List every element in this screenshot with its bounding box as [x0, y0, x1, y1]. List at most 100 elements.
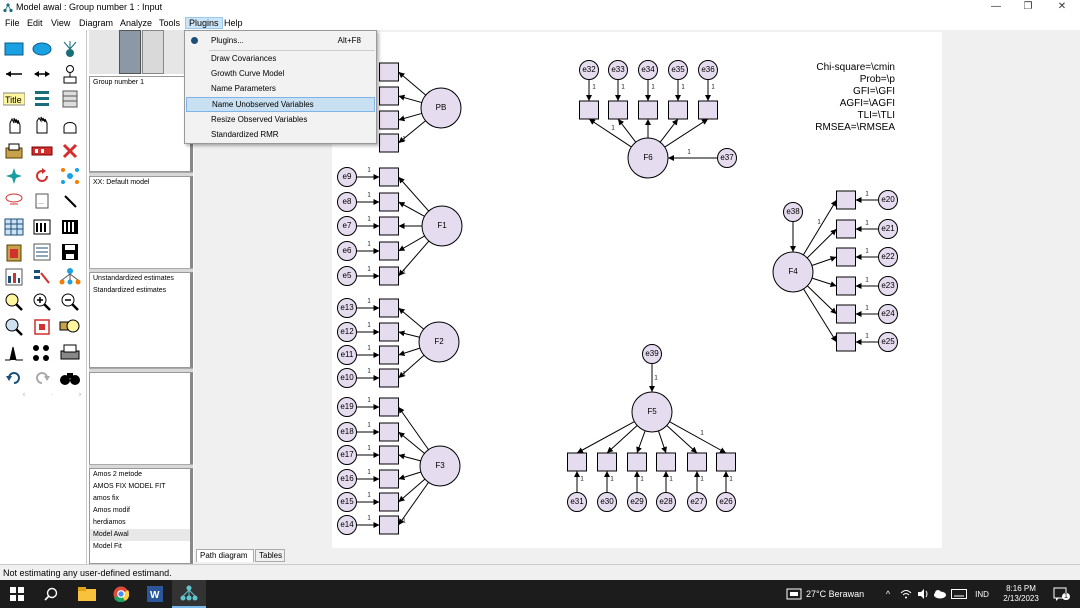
group-item[interactable]: Group number 1 [93, 79, 144, 86]
text-output-icon[interactable] [30, 241, 54, 263]
chevron-up-icon[interactable]: ^ [885, 589, 891, 599]
file-item[interactable]: AMOS FIX MODEL FIT [93, 483, 166, 490]
splitter[interactable] [89, 368, 193, 372]
clipboard-icon[interactable] [2, 241, 26, 263]
word-icon[interactable]: W [138, 580, 172, 608]
file-item[interactable]: amos fix [93, 495, 120, 502]
scroll-mid-icon[interactable]: · [51, 392, 53, 398]
single-arrow-icon[interactable] [2, 63, 26, 85]
scroll-icon[interactable]: ... [30, 190, 54, 212]
view-input-thumbnail[interactable] [119, 30, 141, 74]
plugin-draw-covariances[interactable]: Draw Covariances [211, 54, 277, 63]
scroll-left-icon[interactable]: ‹ [23, 392, 25, 398]
copy-icon[interactable] [2, 140, 26, 162]
select-all-icon[interactable] [30, 114, 54, 136]
amos-taskbar-icon[interactable] [172, 580, 206, 608]
title-icon[interactable]: Title [2, 88, 26, 110]
tab-tables[interactable]: Tables [255, 549, 285, 562]
file-item-selected[interactable]: Model Awal [90, 529, 190, 541]
menu-file[interactable]: File [5, 18, 20, 28]
calculate-estimates-icon[interactable] [58, 216, 82, 238]
object-properties-icon[interactable] [2, 266, 26, 288]
save-icon[interactable] [58, 241, 82, 263]
draw-observed-icon[interactable] [2, 38, 26, 60]
menu-plugins[interactable]: Plugins [185, 17, 223, 29]
weight-label: 1 [700, 431, 704, 437]
reflect-icon[interactable] [58, 165, 82, 187]
plugin-standardized-rmr[interactable]: Standardized RMR [211, 130, 279, 139]
change-shape-icon[interactable] [2, 165, 26, 187]
zoom-out-icon[interactable] [58, 291, 82, 313]
plugin-name-parameters[interactable]: Name Parameters [211, 84, 276, 93]
keyboard-icon[interactable] [948, 580, 970, 608]
specification-search-icon[interactable] [58, 367, 82, 389]
zoom-select-icon[interactable] [2, 291, 26, 313]
plugin-resize-observed-variables[interactable]: Resize Observed Variables [211, 115, 308, 124]
double-arrow-icon[interactable] [30, 63, 54, 85]
menu-tools[interactable]: Tools [159, 18, 181, 28]
windows-start-icon[interactable] [0, 580, 34, 608]
file-explorer-icon[interactable] [70, 580, 104, 608]
bayesian-icon[interactable] [2, 342, 26, 364]
plugins-dialog-item[interactable]: Plugins... Alt+F8 [186, 33, 375, 48]
view-output-thumbnail[interactable] [142, 30, 164, 74]
tab-path-diagram[interactable]: Path diagram [196, 549, 254, 562]
print-icon[interactable] [58, 342, 82, 364]
file-item[interactable]: Amos 2 metode [93, 471, 143, 478]
plugin-name-unobserved-variables[interactable]: Name Unobserved Variables [186, 97, 375, 112]
splitter[interactable] [89, 172, 193, 176]
close-button[interactable]: ✕ [1057, 1, 1067, 12]
deselect-all-icon[interactable] [58, 114, 82, 136]
select-one-icon[interactable] [2, 114, 26, 136]
loupe-icon[interactable] [58, 316, 82, 338]
file-item[interactable]: Model Fit [93, 543, 122, 550]
cloud-icon[interactable] [931, 580, 949, 608]
menu-edit[interactable]: Edit [27, 18, 43, 28]
draw-indicator-icon[interactable] [58, 38, 82, 60]
multiple-group-icon[interactable] [30, 342, 54, 364]
list-variables-data-icon[interactable] [58, 88, 82, 110]
language-indicator[interactable]: IND [975, 589, 989, 599]
undo-icon[interactable] [2, 367, 26, 389]
restore-button[interactable]: ❐ [1023, 1, 1033, 12]
file-item[interactable]: herdiamos [93, 519, 126, 526]
search-icon[interactable] [34, 580, 68, 608]
menu-help[interactable]: Help [224, 18, 243, 28]
minimize-button[interactable]: — [991, 1, 1001, 12]
estimate-item-standardized[interactable]: Standardized estimates [93, 287, 167, 294]
menu-analyze[interactable]: Analyze [120, 18, 153, 28]
drag-properties-icon[interactable] [30, 266, 54, 288]
plugin-growth-curve-model[interactable]: Growth Curve Model [211, 69, 285, 78]
redo-icon[interactable] [30, 367, 54, 389]
clock[interactable]: 8:16 PM 2/13/2023 [996, 580, 1046, 608]
scroll-right-icon[interactable]: › [79, 392, 81, 398]
move-parameter-icon[interactable] [2, 190, 26, 212]
splitter[interactable] [89, 268, 193, 272]
menu-diagram[interactable]: Diagram [79, 18, 114, 28]
draw-unobserved-icon[interactable] [30, 38, 54, 60]
zoom-in-icon[interactable] [30, 291, 54, 313]
touch-up-icon[interactable] [58, 190, 82, 212]
list-variables-model-icon[interactable] [30, 88, 54, 110]
splitter[interactable] [89, 464, 193, 468]
chrome-icon[interactable] [104, 580, 138, 608]
weather-text[interactable]: 27°C Berawan [806, 589, 865, 599]
network-icon[interactable] [897, 580, 915, 608]
file-item[interactable]: Amos modif [93, 507, 130, 514]
analysis-properties-icon[interactable] [30, 216, 54, 238]
move-icon[interactable] [30, 140, 54, 162]
rotate-icon[interactable] [30, 165, 54, 187]
unique-variable-icon[interactable] [58, 63, 82, 85]
model-item[interactable]: XX: Default model [93, 179, 150, 186]
notification-icon[interactable]: 1 [1050, 580, 1070, 608]
fit-page-icon[interactable] [30, 316, 54, 338]
volume-icon[interactable] [914, 580, 932, 608]
erase-icon[interactable] [58, 140, 82, 162]
weather-icon[interactable] [783, 580, 805, 608]
estimate-item-unstandardized[interactable]: Unstandardized estimates [93, 275, 174, 282]
view-page-icon[interactable] [2, 316, 26, 338]
menu-view[interactable]: View [51, 18, 71, 28]
preserve-symmetries-icon[interactable] [58, 266, 82, 288]
data-files-icon[interactable] [2, 216, 26, 238]
